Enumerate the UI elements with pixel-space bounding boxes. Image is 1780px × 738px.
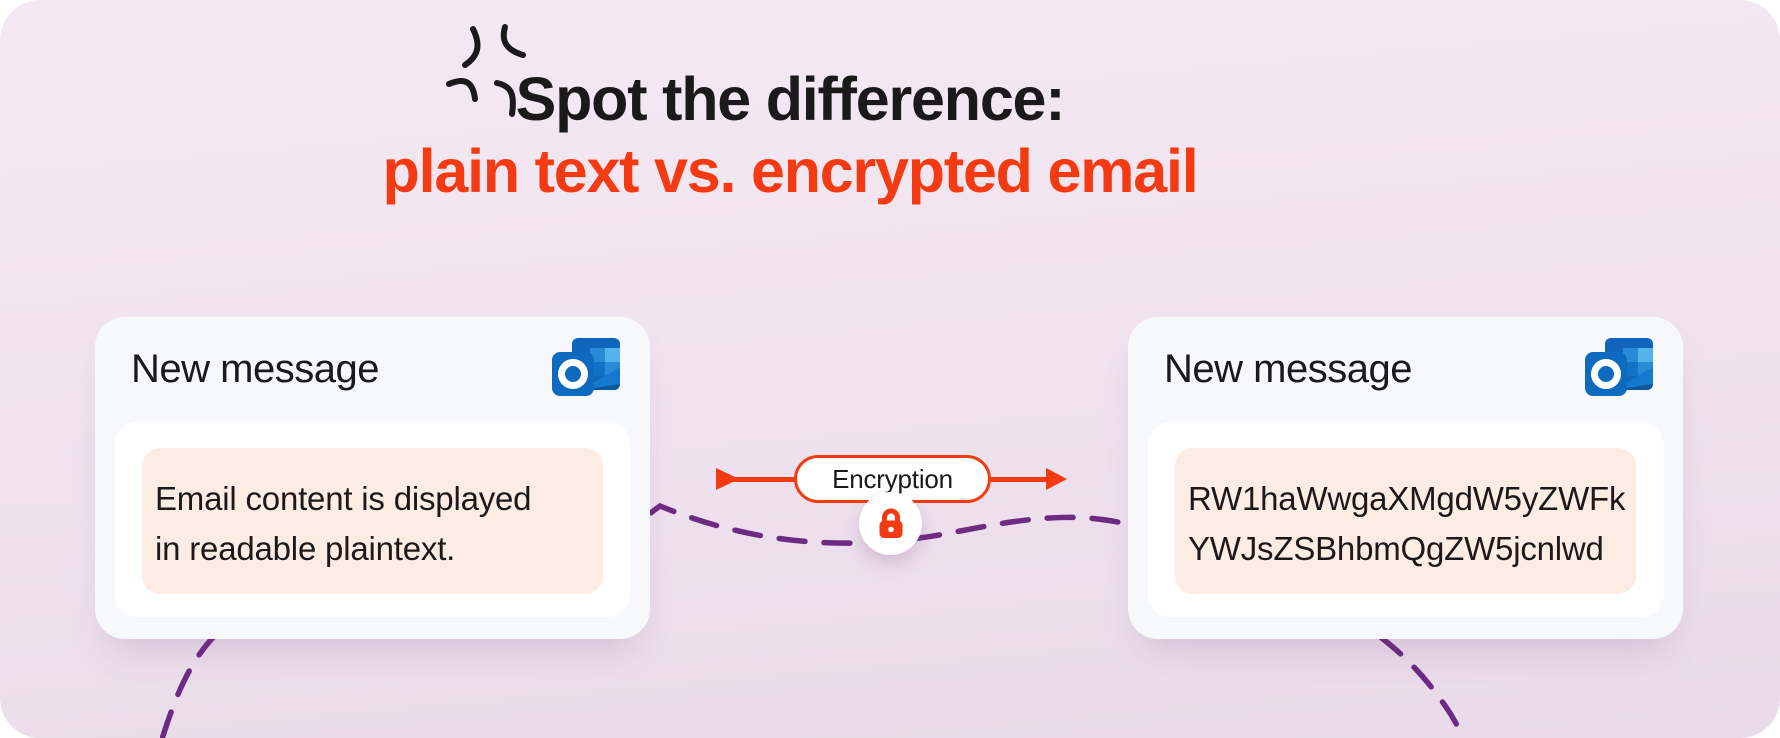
card-title: New message — [131, 346, 379, 391]
card-header: New message — [131, 317, 622, 421]
message-body: Email content is displayed in readable p… — [142, 448, 603, 594]
message-panel: Email content is displayed in readable p… — [115, 422, 630, 617]
card-title: New message — [1164, 346, 1412, 391]
body-line-1: RW1haWwgaXMgdW5yZWFk — [1188, 480, 1626, 517]
flow-line-left — [728, 477, 798, 482]
outlook-icon — [552, 338, 620, 396]
message-body: RW1haWwgaXMgdW5yZWFk YWJsZSBhbmQgZW5jcnl… — [1175, 448, 1636, 594]
page-title: Spot the difference: plain text vs. encr… — [0, 64, 1580, 206]
card-header: New message — [1164, 317, 1655, 421]
message-panel: RW1haWwgaXMgdW5yZWFk YWJsZSBhbmQgZW5jcnl… — [1148, 422, 1663, 617]
right-triangle-marker-icon — [716, 468, 739, 490]
body-line-1: Email content is displayed — [155, 480, 532, 517]
encryption-label: Encryption — [832, 463, 953, 494]
encryption-pill: Encryption — [794, 455, 991, 503]
body-line-2: in readable plaintext. — [155, 530, 456, 567]
encrypted-message-card: New message RW1haWwgaXMgdW5yZWFk YWJsZSB… — [1128, 317, 1683, 639]
padlock-icon — [879, 508, 902, 538]
title-line-2: plain text vs. encrypted email — [382, 137, 1199, 205]
lock-badge — [859, 492, 922, 555]
flow-line-right — [988, 477, 1048, 482]
outlook-icon — [1585, 338, 1653, 396]
title-line-1: Spot the difference: — [515, 65, 1066, 133]
plaintext-message-card: New message Email content is displayed i… — [95, 317, 650, 639]
right-arrowhead-icon — [1046, 468, 1067, 490]
anger-doodle-icon — [446, 24, 526, 117]
body-line-2: YWJsZSBhbmQgZW5jcnlwd — [1188, 530, 1604, 567]
